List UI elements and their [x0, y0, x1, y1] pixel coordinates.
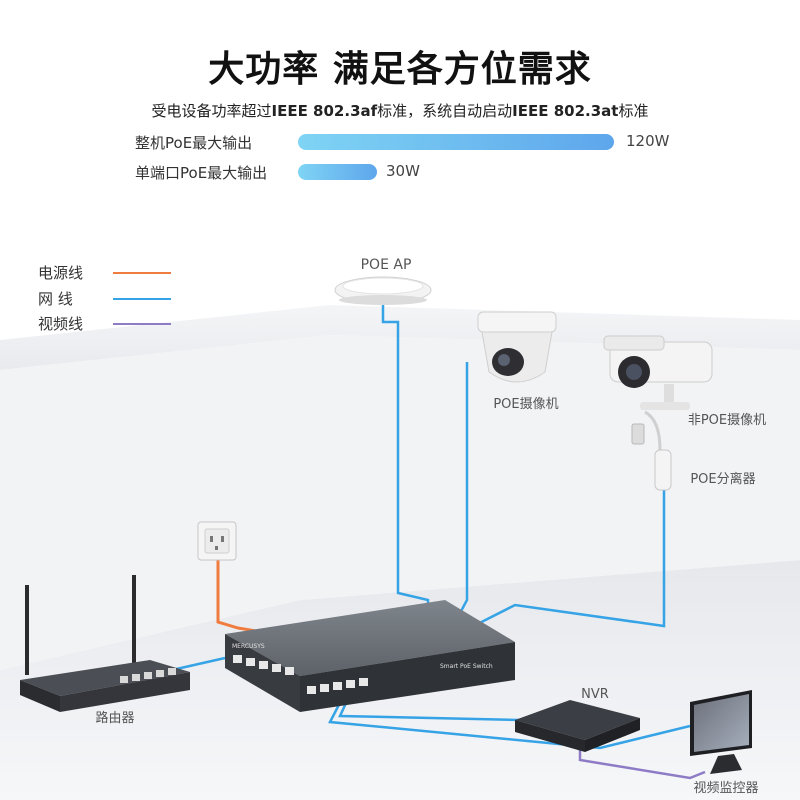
poe-camera-device — [477, 311, 557, 383]
label-router: 路由器 — [95, 711, 135, 726]
router-device — [20, 575, 190, 712]
cable-nvr-to-monitor — [578, 742, 706, 780]
poe-switch-device: MERCUSYS Smart PoE Switch — [225, 600, 515, 712]
legend-label-network: 网 线 — [38, 290, 73, 308]
room-ceiling — [0, 305, 800, 370]
room-wall — [0, 335, 800, 670]
cable-poecam-to-switch — [448, 362, 469, 633]
subtitle-standard-at: IEEE 802.3at — [512, 102, 619, 120]
label-poe-camera: POE摄像机 — [493, 397, 559, 412]
legend-line-power — [113, 272, 171, 274]
subtitle-middle: 标准，系统自动启动 — [377, 102, 513, 120]
subtitle-suffix: 标准 — [618, 102, 649, 120]
legend-label-power: 电源线 — [38, 264, 84, 282]
cable-switch-to-monitor — [328, 692, 691, 750]
cable-outlet-to-switch — [216, 560, 276, 636]
subtitle-standard-af: IEEE 802.3af — [271, 102, 378, 120]
poe-splitter-device — [631, 410, 672, 491]
page-subtitle: 受电设备功率超过IEEE 802.3af标准，系统自动启动IEEE 802.3a… — [0, 100, 800, 121]
page-title: 大功率 满足各方位需求 — [208, 49, 592, 90]
bar-track-total — [298, 134, 614, 150]
label-non-poe-camera: 非POE摄像机 — [687, 413, 767, 428]
label-poe-splitter: POE分离器 — [690, 472, 756, 487]
bar-label-total: 整机PoE最大输出 — [135, 134, 253, 152]
wall-outlet-device — [197, 521, 237, 561]
subtitle-prefix: 受电设备功率超过 — [151, 102, 272, 120]
label-monitor: 视频监控器 — [693, 781, 759, 796]
bar-fill-port — [298, 164, 377, 180]
nvr-device — [515, 700, 640, 752]
label-nvr: NVR — [581, 687, 609, 702]
switch-brand-text: MERCUSYS — [232, 643, 265, 650]
label-poe-ap: POE AP — [360, 257, 412, 273]
bar-track-port — [298, 164, 614, 180]
bar-value-port: 30W — [386, 162, 420, 180]
monitor-device — [690, 690, 752, 774]
legend-label-video: 视频线 — [38, 315, 84, 333]
bar-value-total: 120W — [626, 132, 670, 150]
poe-ap-device — [334, 276, 432, 305]
switch-panel-text: Smart PoE Switch — [440, 663, 493, 670]
legend-line-video — [113, 323, 171, 325]
legend-line-network — [113, 298, 171, 300]
non-poe-camera-device — [603, 335, 713, 410]
cable-splitter-to-switch — [449, 490, 666, 640]
cable-ap-to-switch — [381, 300, 430, 620]
bar-fill-total — [298, 134, 614, 150]
cable-router-to-switch — [171, 656, 226, 672]
bar-label-port: 单端口PoE最大输出 — [135, 164, 268, 182]
